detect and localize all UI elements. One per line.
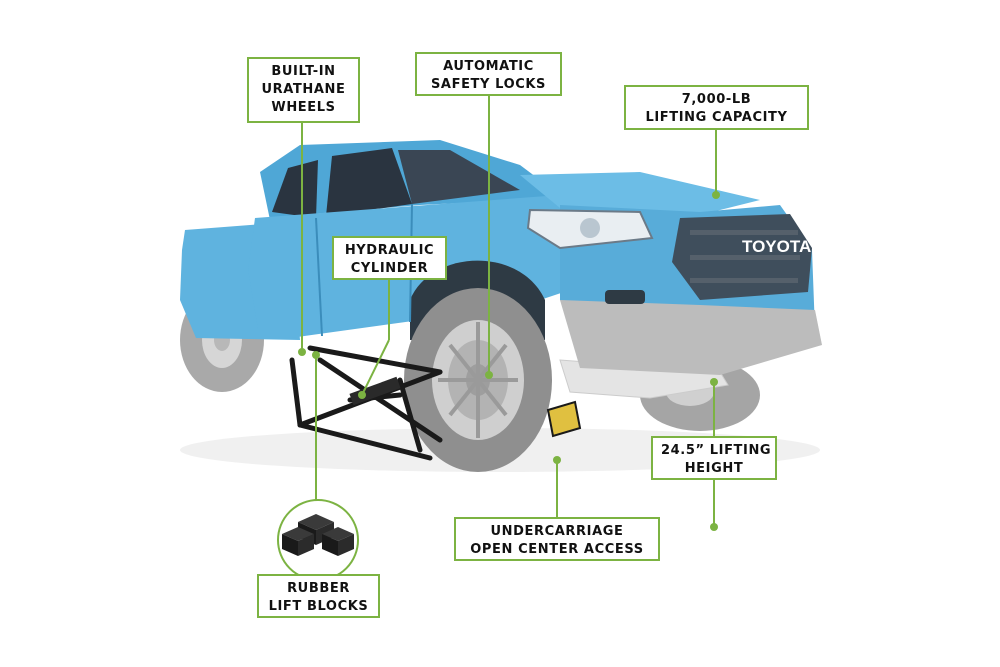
callout-line: RUBBER — [287, 581, 350, 596]
callout-line: OPEN CENTER ACCESS — [470, 542, 644, 557]
hydraulic-cylinder-callout: HYDRAULIC CYLINDER — [332, 236, 447, 280]
lifting-height-callout: 24.5” LIFTING HEIGHT — [651, 436, 777, 480]
rubber-lift-blocks-image — [277, 499, 359, 581]
callout-line: HYDRAULIC — [344, 243, 435, 258]
callout-line: LIFTING CAPACITY — [645, 110, 788, 125]
callout-line: SAFETY LOCKS — [430, 77, 547, 92]
lift-frame — [289, 345, 443, 461]
callout-line: URATHANE — [261, 82, 346, 97]
rubber-lift-blocks-callout: RUBBER LIFT BLOCKS — [257, 574, 380, 618]
leader-lines — [298, 95, 720, 580]
callout-line: UNDERCARRIAGE — [490, 524, 624, 539]
callout-line: LIFT BLOCKS — [268, 599, 369, 614]
callout-line: CYLINDER — [350, 261, 429, 276]
truck-badge-text: TOYOTA — [742, 237, 811, 256]
truck-body — [180, 140, 822, 375]
safety-locks-callout: AUTOMATIC SAFETY LOCKS — [415, 52, 562, 96]
undercarriage-access-callout: UNDERCARRIAGE OPEN CENTER ACCESS — [454, 517, 660, 561]
built-in-wheels-callout: BUILT-IN URATHANE WHEELS — [247, 57, 360, 123]
callout-line: BUILT-IN — [271, 64, 336, 79]
callout-line: AUTOMATIC — [443, 59, 534, 74]
front-lift-pad — [546, 400, 582, 438]
callout-line: HEIGHT — [684, 461, 744, 476]
callout-line: 7,000-LB — [681, 92, 752, 107]
lifting-capacity-callout: 7,000-LB LIFTING CAPACITY — [624, 85, 809, 130]
callout-line: 24.5” LIFTING — [661, 443, 772, 458]
callout-line: WHEELS — [271, 100, 336, 115]
front-wheel — [404, 288, 552, 472]
